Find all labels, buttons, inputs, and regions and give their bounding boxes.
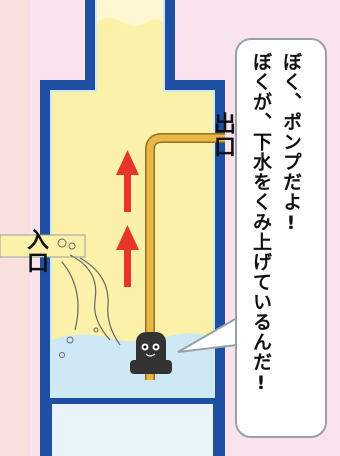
speech-line-2: ぼくが、下水をくみ上げているんだ! bbox=[250, 52, 272, 395]
shaft-floor bbox=[40, 398, 225, 404]
splash-stream bbox=[69, 254, 111, 341]
splash-drop bbox=[59, 352, 65, 358]
outlet-pipe bbox=[146, 134, 225, 380]
inlet-label: 入口 bbox=[23, 228, 48, 274]
speech-line-1: ぼく、ポンプだよ! bbox=[280, 52, 302, 235]
splash-drop bbox=[66, 336, 74, 344]
splash-stream bbox=[61, 261, 79, 331]
inlet-bubble bbox=[57, 238, 67, 248]
background-figure bbox=[0, 0, 30, 456]
inlet-bubble bbox=[68, 242, 76, 250]
speech-bubble bbox=[235, 38, 327, 438]
pump-character bbox=[130, 332, 172, 374]
speech-bubble-text: ぼく、ポンプだよ! ぼくが、下水をくみ上げているんだ! bbox=[246, 52, 306, 432]
splash-stream bbox=[79, 257, 121, 346]
outlet-label: 出口 bbox=[210, 112, 235, 158]
splash-drop bbox=[93, 327, 99, 333]
flow-arrow bbox=[116, 150, 139, 212]
water-surface bbox=[97, 0, 163, 26]
shaft-bottom bbox=[52, 398, 213, 456]
flow-arrow bbox=[116, 225, 139, 287]
sewage-area bbox=[52, 0, 213, 398]
inlet-pipe bbox=[0, 234, 86, 258]
